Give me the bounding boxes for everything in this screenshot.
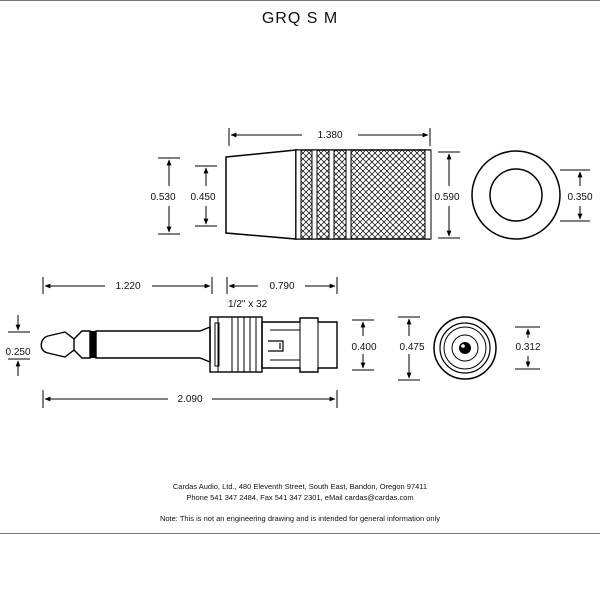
dim-knurl-dia-label: 0.590 <box>434 192 459 203</box>
dim-end-inner-dia: 0.350 <box>560 169 593 222</box>
dim-body-length-label: 1.380 <box>317 130 342 141</box>
plug-front-view <box>433 316 497 380</box>
dim-face-inner-dia: 0.312 <box>515 326 541 370</box>
dim-front-dia: 0.450 <box>190 165 217 227</box>
dim-sleeve-dia: 0.400 <box>351 319 377 371</box>
dim-face-outer-dia-label: 0.475 <box>399 342 424 353</box>
dim-sleeve-dia-label: 0.400 <box>351 342 376 353</box>
dim-end-inner-dia-label: 0.350 <box>567 192 592 203</box>
dim-body-length-2: 0.790 <box>226 277 338 294</box>
dim-tip-dia: 0.250 <box>5 315 31 376</box>
body-side-view <box>225 149 432 240</box>
dim-face-inner-dia-label: 0.312 <box>515 342 540 353</box>
thread-spec-label: 1/2" x 32 <box>228 299 268 310</box>
dim-tip-length-label: 1.220 <box>115 281 140 292</box>
body-end-view <box>471 150 561 240</box>
dim-front-dia-label: 0.450 <box>190 192 215 203</box>
dim-overall-length: 2.090 <box>42 390 338 408</box>
footer-note: Note: This is not an engineering drawing… <box>160 514 440 523</box>
dim-rear-dia: 0.530 <box>150 157 180 235</box>
dim-overall-length-label: 2.090 <box>177 394 202 405</box>
drawing-title: GRQ S M <box>262 10 338 27</box>
dim-tip-length: 1.220 <box>42 277 213 294</box>
footer-address: Cardas Audio, Ltd., 480 Eleventh Street,… <box>173 482 427 491</box>
dim-face-outer-dia: 0.475 <box>398 316 425 381</box>
dim-rear-dia-label: 0.530 <box>150 192 175 203</box>
dim-body-length: 1.380 <box>228 128 431 146</box>
dim-knurl-dia: 0.590 <box>434 151 460 239</box>
dim-tip-dia-label: 0.250 <box>5 347 30 358</box>
plug-side-view <box>40 316 338 373</box>
dim-body-length-2-label: 0.790 <box>269 281 294 292</box>
footer-contact: Phone 541 347 2484, Fax 541 347 2301, eM… <box>186 493 413 502</box>
